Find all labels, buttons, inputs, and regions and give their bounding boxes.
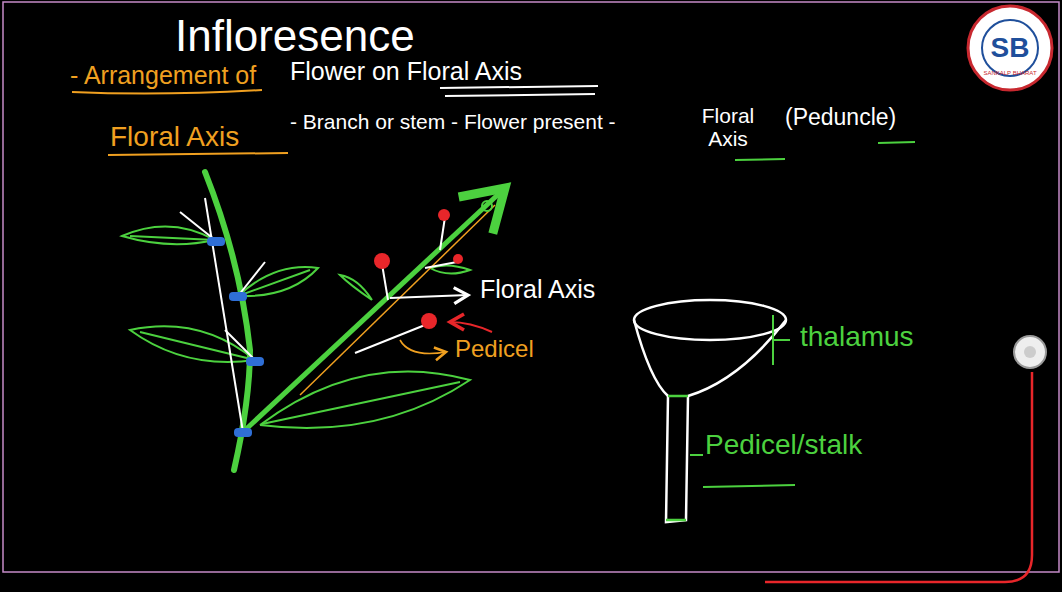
part-label: Pedicel (455, 336, 534, 362)
logo-text: SANKALP BHARAT (983, 70, 1036, 77)
heading-part: - Arrangement of (70, 62, 256, 90)
definition: - Branch or stem - Flower present - (290, 110, 616, 133)
title: Infloresence (175, 12, 415, 60)
term: (Peduncle) (785, 105, 896, 130)
term: Floral Axis (688, 104, 768, 150)
part-label: Floral Axis (480, 276, 595, 304)
part-label: Pedicel/stalk (705, 430, 862, 461)
logo-text: SB (991, 33, 1030, 64)
part-label: thalamus (800, 322, 914, 353)
term: Floral Axis (110, 122, 239, 153)
heading-part: Flower on Floral Axis (290, 58, 522, 86)
